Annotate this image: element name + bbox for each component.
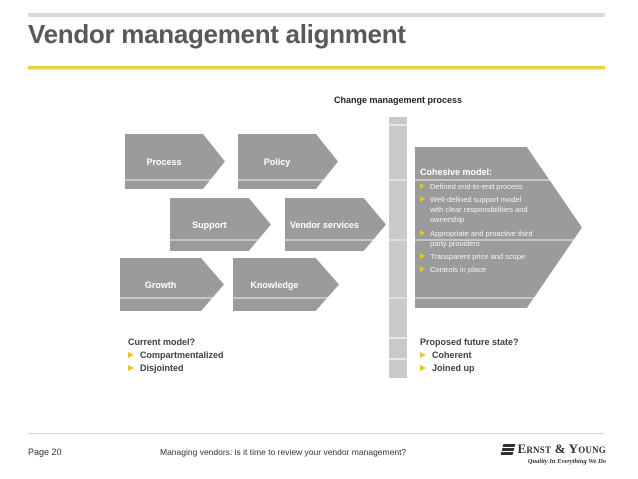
support-arrow: Support [170,198,271,251]
vendor-services-arrow-label: Vendor services [289,219,359,230]
support-arrow-label: Support [192,219,227,230]
bar-divider [389,358,407,360]
triangle-bullet-icon [420,352,426,358]
triangle-bullet-icon [420,183,425,189]
current-model-bullet-text: Compartmentalized [140,350,224,360]
cohesive-bullet-text: Defined end-to-end process [430,182,523,191]
current-model-bullet-item: Compartmentalized [128,350,224,360]
change-management-process-bar [389,117,407,378]
process-arrow: Process [125,134,225,189]
vendor-services-arrow: Vendor services [285,198,386,251]
footer-rule [28,433,605,434]
current-model-note: Current model? Compartmentalized Disjoin… [128,337,224,376]
slide-title: Vendor management alignment [28,19,406,49]
cohesive-bullet-text: Well-defined support model with clear re… [430,195,528,225]
cohesive-bullet-item: Appropriate and proactive third party pr… [420,229,536,249]
cohesive-bullet-text: Controls in place [430,264,486,274]
triangle-bullet-icon [420,229,425,236]
cohesive-model-bullet-list: Defined end-to-end process Well-defined … [420,182,536,275]
triangle-bullet-icon [128,365,134,371]
proposed-bullet-text: Joined up [432,363,475,373]
current-model-heading: Current model? [128,337,196,347]
policy-arrow: Policy [238,134,338,189]
triangle-bullet-icon [420,252,425,259]
triangle-bullet-icon [128,352,134,358]
current-model-bullet-item: Disjointed [128,363,224,373]
cohesive-model-arrow: Cohesive model: Defined end-to-end proce… [415,147,582,308]
cohesive-bullet-item: Well-defined support model with clear re… [420,195,536,225]
current-model-bullet-text: Disjointed [140,363,184,373]
proposed-future-state-note: Proposed future state? Coherent Joined u… [420,337,519,376]
knowledge-arrow: Knowledge [233,258,339,311]
title-yellow-rule [28,66,605,69]
bar-divider [389,337,407,339]
cohesive-bullet-text: Appropriate and proactive third party pr… [430,228,533,248]
ernst-young-logo: Ernst & Young Quality In Everything We D… [500,441,606,465]
cohesive-model-content: Cohesive model: Defined end-to-end proce… [420,167,536,278]
knowledge-arrow-label: Knowledge [250,279,299,290]
cohesive-bullet-item: Controls in place [420,265,536,275]
ey-wordmark: Ernst & Young [517,441,606,456]
ey-logo-row: Ernst & Young [500,441,606,457]
change-management-process-label: Change management process [333,95,463,105]
proposed-bullet-text: Coherent [432,350,472,360]
cohesive-bullet-item: Defined end-to-end process [420,182,536,192]
proposed-bullet-item: Coherent [420,350,519,360]
cohesive-bullet-text: Transparent price and scope [430,251,526,261]
proposed-future-state-heading: Proposed future state? [420,337,519,347]
process-arrow-label: Process [146,156,182,167]
page-number: Page 20 [28,447,62,457]
cohesive-model-heading: Cohesive model: [420,167,493,177]
triangle-bullet-icon [420,265,425,272]
policy-arrow-label: Policy [263,156,291,167]
ey-tagline: Quality In Everything We Do [527,458,606,465]
header-top-strip [28,13,605,17]
growth-arrow: Growth [120,258,224,311]
growth-arrow-label: Growth [144,279,177,290]
triangle-bullet-icon [420,196,425,203]
cohesive-bullet-item: Transparent price and scope [420,252,536,262]
footer-caption: Managing vendors: is it time to review y… [160,447,407,457]
bar-divider [389,124,407,126]
proposed-bullet-item: Joined up [420,363,519,373]
triangle-bullet-icon [420,365,426,371]
ey-beam-icon [500,443,516,455]
